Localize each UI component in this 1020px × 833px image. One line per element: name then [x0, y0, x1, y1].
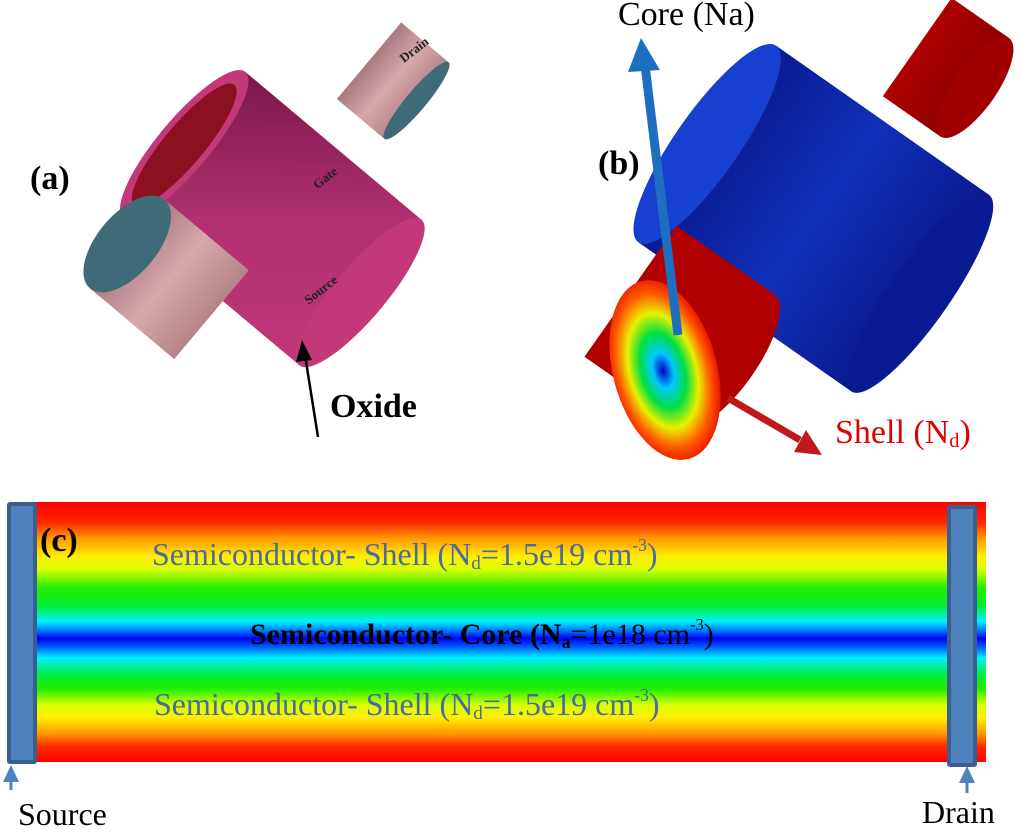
core-na-label: Core (Na)	[618, 0, 755, 33]
oxide-callout: Oxide	[330, 388, 417, 425]
source-contact	[7, 502, 37, 764]
source-arrow-icon	[3, 765, 19, 782]
panel-b-label: (b)	[598, 145, 640, 182]
doping-profile-band	[20, 502, 986, 762]
shell-top-label: Semiconductor- Shell (Nd=1.5e19 cm-3)	[152, 535, 658, 574]
source-caption: Source	[18, 796, 107, 832]
shell-bottom-label: Semiconductor- Shell (Nd=1.5e19 cm-3)	[154, 685, 660, 724]
core-label: Semiconductor- Core (Na=1e18 cm-3)	[250, 615, 714, 652]
drain-contact	[947, 505, 977, 767]
device-3d-drawings	[83, 0, 1014, 460]
drain-caption: Drain	[922, 794, 995, 830]
panel-a-label: (a)	[30, 160, 70, 197]
panel-b-drawing	[584, 0, 1014, 460]
panel-a-drawing	[83, 22, 450, 438]
panel-c-label: (c)	[40, 522, 78, 559]
drain-arrow-icon	[959, 766, 975, 783]
shell-nd-label: Shell (Nd)	[835, 414, 971, 452]
